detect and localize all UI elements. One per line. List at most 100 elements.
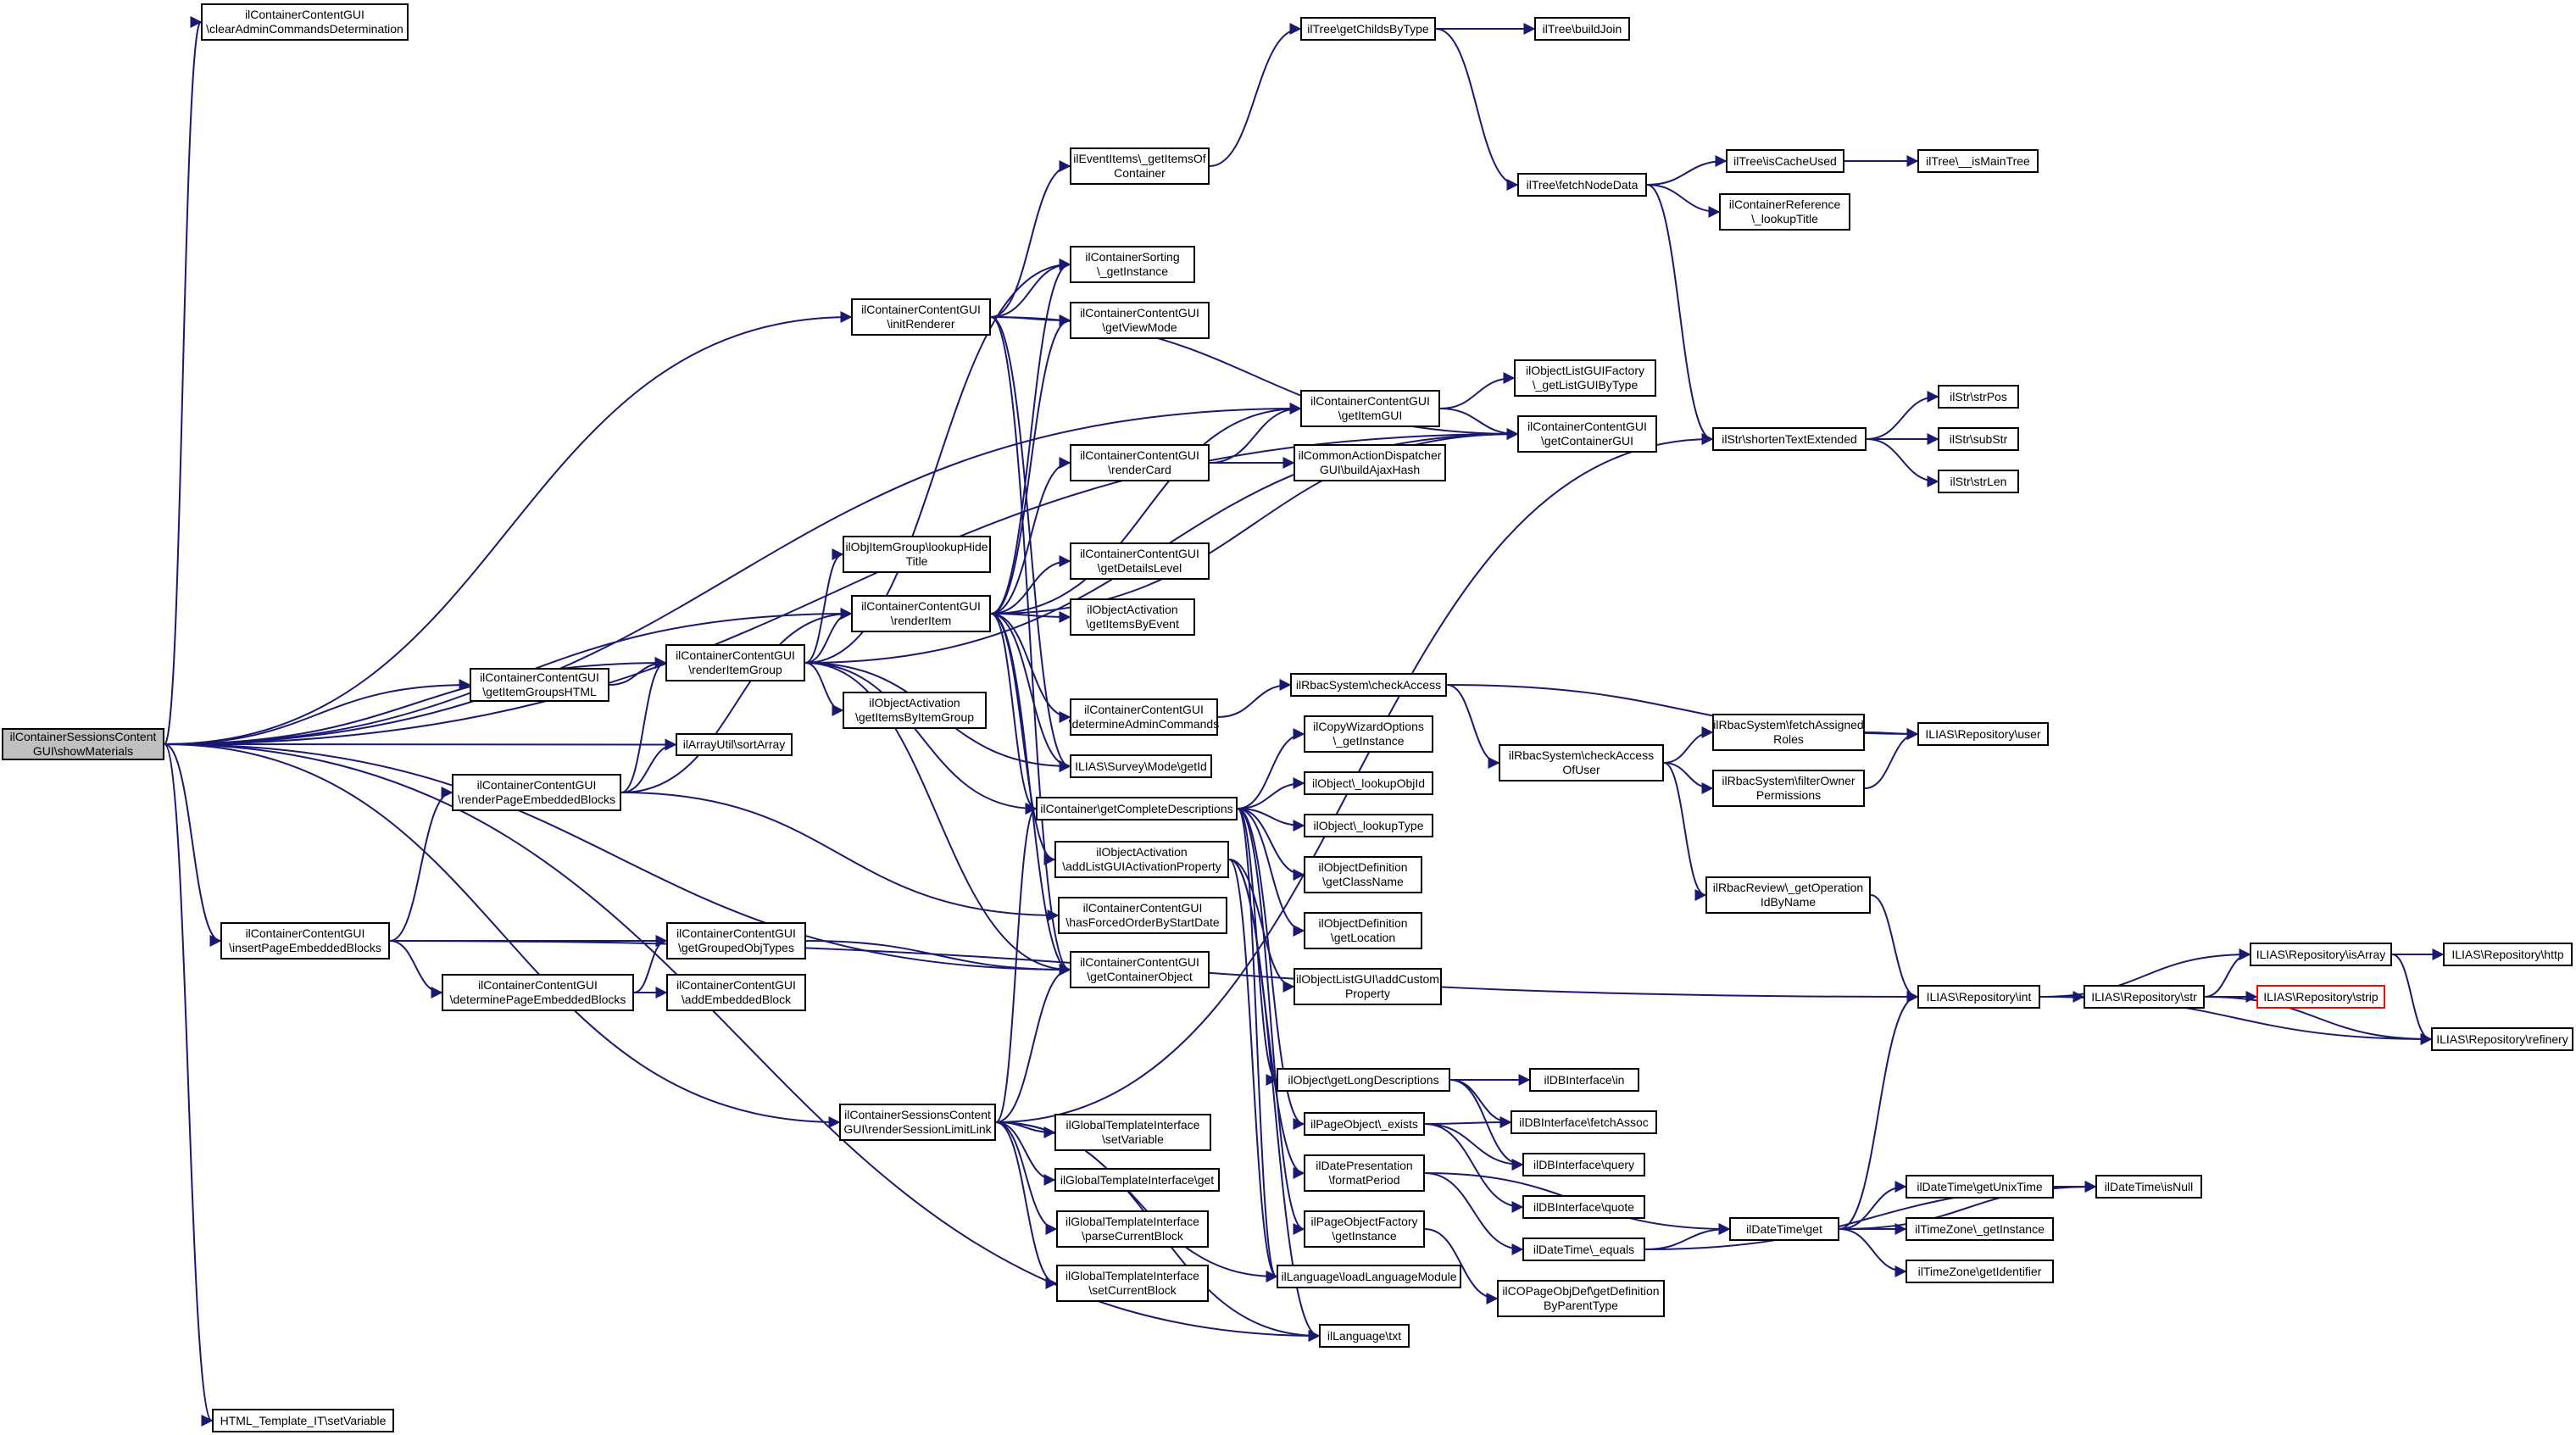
call-edge (990, 555, 1071, 615)
call-edge (1217, 679, 1292, 718)
call-edge (1424, 1228, 1499, 1304)
node-determine-admin-commands[interactable]: ilContainerContentGUI \determineAdminCom… (1069, 698, 1219, 736)
node-language-txt[interactable]: ilLanguage\txt (1319, 1324, 1410, 1348)
node-get-complete-descriptions[interactable]: ilContainer\getCompleteDescriptions (1036, 797, 1238, 820)
node-add-custom-property[interactable]: ilObjectListGUI\addCustom Property (1294, 968, 1442, 1005)
node-get-location[interactable]: ilObjectDefinition \getLocation (1304, 912, 1422, 949)
node-repository-int[interactable]: ILIAS\Repository\int (1917, 985, 2040, 1009)
node-datetime-equals[interactable]: ilDateTime\_equals (1522, 1238, 1645, 1261)
node-get-childs-by-type[interactable]: ilTree\getChildsByType (1300, 17, 1436, 41)
node-get-items-by-item-group[interactable]: ilObjectActivation \getItemsByItemGroup (843, 692, 987, 729)
node-render-item-group[interactable]: ilContainerContentGUI \renderItemGroup (665, 644, 805, 681)
node-clear-admin-commands[interactable]: ilContainerContentGUI \clearAdminCommand… (201, 3, 409, 41)
node-initrenderer[interactable]: ilContainerContentGUI \initRenderer (851, 298, 991, 336)
node-html-template-set-variable[interactable]: HTML_Template_IT\setVariable (212, 1409, 394, 1432)
node-repository-refinery[interactable]: ILIAS\Repository\refinery (2431, 1027, 2573, 1051)
call-edge (1864, 728, 1919, 789)
node-fetch-assigned-roles[interactable]: ilRbacSystem\fetchAssigned Roles (1712, 714, 1865, 751)
node-sub-str[interactable]: ilStr\subStr (1938, 427, 2019, 451)
call-edge (164, 738, 677, 751)
node-container-sorting-get-instance[interactable]: ilContainerSorting \_getInstance (1070, 246, 1195, 283)
node-db-in[interactable]: ilDBInterface\in (1529, 1068, 1639, 1092)
node-get-grouped-obj-types[interactable]: ilContainerContentGUI \getGroupedObjType… (666, 922, 806, 959)
node-lookup-hide-title[interactable]: ilObjItemGroup\lookupHide Title (843, 536, 991, 573)
node-gt-set-current-block[interactable]: ilGlobalTemplateInterface \setCurrentBlo… (1056, 1265, 1209, 1302)
node-determine-page-embedded-blocks[interactable]: ilContainerContentGUI \determinePageEmbe… (442, 974, 634, 1011)
node-fetch-node-data[interactable]: ilTree\fetchNodeData (1517, 173, 1647, 197)
node-show-materials[interactable]: ilContainerSessionsContent GUI\showMater… (2, 728, 164, 760)
node-gt-get[interactable]: ilGlobalTemplateInterface\get (1054, 1168, 1220, 1192)
call-edge (1435, 28, 1519, 191)
node-event-items[interactable]: ilEventItems\_getItemsOf Container (1070, 147, 1210, 185)
node-render-item[interactable]: ilContainerContentGUI \renderItem (851, 595, 991, 632)
node-db-query[interactable]: ilDBInterface\query (1522, 1153, 1645, 1176)
call-edge (995, 1121, 1278, 1282)
node-tz-get-instance[interactable]: ilTimeZone\_getInstance (1906, 1217, 2054, 1241)
node-is-main-tree[interactable]: ilTree\__isMainTree (1917, 149, 2039, 173)
node-get-container-gui[interactable]: ilContainerContentGUI \getContainerGUI (1517, 415, 1657, 453)
node-str-pos[interactable]: ilStr\strPos (1938, 385, 2019, 409)
node-build-ajax-hash[interactable]: ilCommonActionDispatcher GUI\buildAjaxHa… (1294, 444, 1446, 481)
node-check-access-of-user[interactable]: ilRbacSystem\checkAccess OfUser (1499, 744, 1664, 781)
node-is-cache-used[interactable]: ilTree\isCacheUsed (1726, 149, 1844, 173)
node-sort-array[interactable]: ilArrayUtil\sortArray (676, 733, 793, 756)
node-copage-obj-def[interactable]: ilCOPageObjDef\getDefinition ByParentTyp… (1497, 1280, 1665, 1317)
node-datetime-is-null[interactable]: ilDateTime\isNull (2095, 1175, 2202, 1199)
call-edge (1646, 184, 1721, 218)
node-get-long-descriptions[interactable]: ilObject\getLongDescriptions (1277, 1068, 1450, 1092)
node-render-card[interactable]: ilContainerContentGUI \renderCard (1070, 444, 1210, 481)
node-copy-wizard-get-instance[interactable]: ilCopyWizardOptions \_getInstance (1304, 715, 1433, 753)
node-get-details-level[interactable]: ilContainerContentGUI \getDetailsLevel (1070, 542, 1210, 580)
node-repository-is-array[interactable]: ILIAS\Repository\isArray (2250, 943, 2392, 966)
node-lookup-title[interactable]: ilContainerReference \_lookupTitle (1719, 193, 1850, 231)
node-add-embedded-block[interactable]: ilContainerContentGUI \addEmbeddedBlock (666, 974, 806, 1011)
node-tz-get-identifier[interactable]: ilTimeZone\getIdentifier (1906, 1260, 2054, 1283)
node-render-session-limit-link[interactable]: ilContainerSessionsContent GUI\renderSes… (839, 1104, 996, 1141)
node-lookup-obj-id[interactable]: ilObject\_lookupObjId (1304, 771, 1433, 795)
node-get-items-by-event[interactable]: ilObjectActivation \getItemsByEvent (1070, 598, 1195, 636)
node-add-list-gui-activation-property[interactable]: ilObjectActivation \addListGUIActivation… (1054, 841, 1229, 878)
node-page-object-exists[interactable]: ilPageObject\_exists (1304, 1112, 1425, 1136)
node-get-item-groups-html[interactable]: ilContainerContentGUI \getItemGroupsHTML (470, 668, 609, 702)
call-edge (990, 160, 1071, 318)
node-repository-http[interactable]: ILIAS\Repository\http (2443, 943, 2573, 966)
node-get-operation-id-by-name[interactable]: ilRbacReview\_getOperation IdByName (1705, 876, 1871, 914)
node-get-container-object[interactable]: ilContainerContentGUI \getContainerObjec… (1070, 951, 1210, 988)
node-repository-strip[interactable]: ILIAS\Repository\strip (2256, 985, 2385, 1009)
call-edge (990, 259, 1071, 318)
node-lookup-type[interactable]: ilObject\_lookupType (1304, 814, 1433, 837)
call-edge (1646, 155, 1728, 186)
node-gt-parse-current-block[interactable]: ilGlobalTemplateInterface \parseCurrentB… (1056, 1210, 1209, 1248)
node-get-list-gui-by-type[interactable]: ilObjectListGUIFactory \_getListGUIByTyp… (1514, 359, 1656, 397)
call-edge (620, 792, 1060, 921)
node-gt-set-variable[interactable]: ilGlobalTemplateInterface \setVariable (1054, 1114, 1211, 1151)
node-get-item-gui[interactable]: ilContainerContentGUI \getItemGUI (1300, 390, 1440, 427)
call-edge (1228, 859, 1295, 993)
node-get-class-name[interactable]: ilObjectDefinition \getClassName (1304, 856, 1422, 893)
node-survey-mode-get-id[interactable]: ILIAS\Survey\Mode\getId (1070, 754, 1212, 778)
node-insert-page-embedded-blocks[interactable]: ilContainerContentGUI \insertPageEmbedde… (220, 922, 390, 959)
node-check-access[interactable]: ilRbacSystem\checkAccess (1290, 673, 1447, 697)
node-build-join[interactable]: ilTree\buildJoin (1534, 17, 1630, 41)
node-str-len[interactable]: ilStr\strLen (1938, 470, 2019, 493)
node-has-forced-order-by-start-date[interactable]: ilContainerContentGUI \hasForcedOrderByS… (1058, 897, 1227, 934)
call-edge (805, 940, 1071, 976)
call-edge (1424, 1172, 1524, 1255)
node-render-page-embedded-blocks[interactable]: ilContainerContentGUI \renderPageEmbedde… (452, 774, 621, 811)
node-load-language-module[interactable]: ilLanguage\loadLanguageModule (1277, 1265, 1461, 1288)
node-page-object-factory[interactable]: ilPageObjectFactory \getInstance (1304, 1210, 1425, 1248)
node-shorten-text-extended[interactable]: ilStr\shortenTextExtended (1712, 427, 1867, 451)
node-repository-str[interactable]: ILIAS\Repository\str (2084, 985, 2205, 1009)
call-edge (2204, 948, 2251, 998)
node-repository-user[interactable]: ILIAS\Repository\user (1917, 722, 2049, 746)
call-edge (990, 613, 1038, 815)
node-db-fetch-assoc[interactable]: ilDBInterface\fetchAssoc (1511, 1110, 1657, 1134)
call-edge (1237, 728, 1305, 809)
node-filter-owner-permissions[interactable]: ilRbacSystem\filterOwner Permissions (1712, 770, 1865, 807)
node-get-view-mode[interactable]: ilContainerContentGUI \getViewMode (1070, 302, 1210, 339)
node-get-unix-time[interactable]: ilDateTime\getUnixTime (1906, 1175, 2054, 1199)
node-format-period[interactable]: ilDatePresentation \formatPeriod (1304, 1154, 1425, 1192)
node-datetime-get[interactable]: ilDateTime\get (1729, 1217, 1839, 1241)
node-db-quote[interactable]: ilDBInterface\quote (1522, 1195, 1645, 1219)
